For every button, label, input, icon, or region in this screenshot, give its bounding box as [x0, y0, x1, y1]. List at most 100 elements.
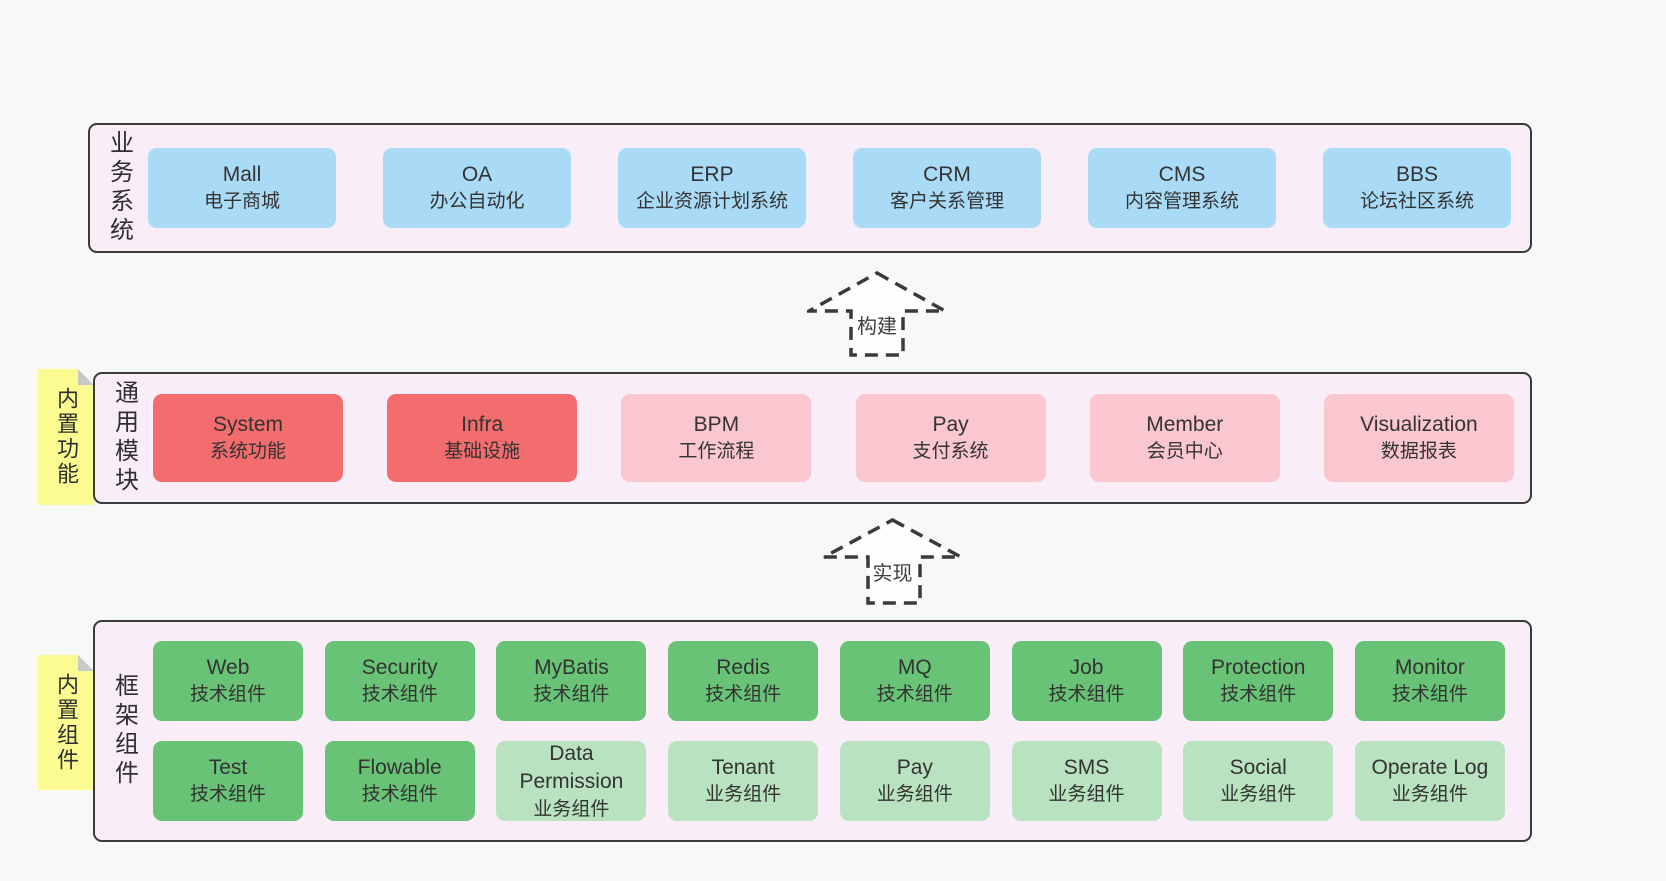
box-title: Job	[1069, 656, 1104, 679]
box-title: Data Permission	[519, 741, 624, 794]
up-arrow-icon	[807, 271, 947, 357]
box-title: Member	[1146, 413, 1224, 436]
box-social: Social 业务组件	[1183, 741, 1334, 821]
box-erp: ERP 企业资源计划系统	[618, 148, 806, 228]
framework-components-grid: Web 技术组件 Security 技术组件 MyBatis 技术组件 Redi…	[153, 622, 1530, 840]
box-title: Pay	[932, 413, 969, 436]
box-subtitle: 业务组件	[705, 784, 782, 806]
box-title: Redis	[716, 656, 770, 679]
box-member: Member 会员中心	[1089, 394, 1280, 482]
box-tenant: Tenant 业务组件	[668, 741, 819, 821]
box-subtitle: 系统功能	[209, 441, 286, 463]
box-subtitle: 企业资源计划系统	[635, 191, 788, 213]
box-subtitle: 技术组件	[1048, 684, 1125, 706]
box-subtitle: 技术组件	[533, 684, 610, 706]
box-pay-component: Pay 业务组件	[839, 741, 990, 821]
arrow-build-label: 构建	[857, 315, 897, 338]
box-title: MyBatis	[534, 656, 609, 679]
framework-components-row-1: Web 技术组件 Security 技术组件 MyBatis 技术组件 Redi…	[153, 641, 1505, 721]
box-title: System	[212, 413, 283, 436]
panel-business-systems: 业务系统 Mall 电子商城 OA 办公自动化 ERP 企业资源计划系统 CRM…	[88, 123, 1532, 253]
box-cms: CMS 内容管理系统	[1088, 148, 1276, 228]
sticky-built-in-features: 内置功能	[38, 369, 94, 505]
box-title: MQ	[897, 656, 932, 679]
box-subtitle: 业务组件	[1220, 784, 1297, 806]
box-title: Operate Log	[1371, 756, 1489, 779]
box-job: Job 技术组件	[1011, 641, 1162, 721]
box-visualization: Visualization 数据报表	[1323, 394, 1514, 482]
box-subtitle: 基础设施	[444, 441, 521, 463]
box-crm: CRM 客户关系管理	[853, 148, 1041, 228]
box-subtitle: 电子商城	[203, 191, 280, 213]
box-mall: Mall 电子商城	[148, 148, 336, 228]
common-modules-row: System 系统功能 Infra 基础设施 BPM 工作流程 Pay 支付系统…	[153, 374, 1530, 502]
sticky-built-in-components: 内置组件	[38, 655, 94, 790]
box-sms: SMS 业务组件	[1011, 741, 1162, 821]
box-subtitle: 业务组件	[876, 784, 953, 806]
box-subtitle: 技术组件	[876, 684, 953, 706]
box-data-permission: Data Permission 业务组件	[496, 741, 647, 821]
box-subtitle: 办公自动化	[429, 191, 525, 213]
box-redis: Redis 技术组件	[668, 641, 819, 721]
panel-label-business-systems: 业务系统	[105, 130, 133, 246]
box-web: Web 技术组件	[153, 641, 303, 721]
box-flowable: Flowable 技术组件	[324, 741, 475, 821]
box-title: Security	[361, 656, 438, 679]
sticky-fold-icon	[78, 369, 94, 385]
box-subtitle: 技术组件	[189, 684, 266, 706]
box-subtitle: 工作流程	[678, 441, 755, 463]
box-infra: Infra 基础设施	[387, 394, 578, 482]
box-monitor: Monitor 技术组件	[1354, 641, 1505, 721]
box-title: OA	[461, 163, 493, 186]
box-title: Web	[206, 656, 250, 679]
box-mybatis: MyBatis 技术组件	[496, 641, 647, 721]
box-protection: Protection 技术组件	[1183, 641, 1334, 721]
box-subtitle: 内容管理系统	[1124, 191, 1239, 213]
box-subtitle: 技术组件	[705, 684, 782, 706]
box-title: SMS	[1063, 756, 1110, 779]
box-title: ERP	[690, 163, 734, 186]
box-oa: OA 办公自动化	[383, 148, 571, 228]
box-title: CMS	[1158, 163, 1206, 186]
business-systems-row: Mall 电子商城 OA 办公自动化 ERP 企业资源计划系统 CRM 客户关系…	[148, 125, 1530, 251]
box-system: System 系统功能	[153, 394, 343, 482]
box-title: Monitor	[1394, 656, 1465, 679]
box-subtitle: 客户关系管理	[889, 191, 1004, 213]
arrow-implement: 实现	[822, 518, 963, 605]
box-subtitle: 会员中心	[1146, 441, 1223, 463]
box-subtitle: 技术组件	[361, 684, 438, 706]
box-subtitle: 技术组件	[361, 784, 438, 806]
box-title: Social	[1229, 756, 1287, 779]
panel-framework-components: 框架组件 Web 技术组件 Security 技术组件 MyBatis 技术组件…	[93, 620, 1532, 842]
panel-label-common-modules: 通用模块	[110, 380, 138, 496]
box-operate-log: Operate Log 业务组件	[1354, 741, 1505, 821]
sticky-fold-icon	[78, 655, 94, 671]
box-subtitle: 技术组件	[189, 784, 266, 806]
box-bbs: BBS 论坛社区系统	[1323, 148, 1511, 228]
box-bpm: BPM 工作流程	[621, 394, 812, 482]
box-subtitle: 技术组件	[1391, 684, 1468, 706]
box-test: Test 技术组件	[153, 741, 303, 821]
box-mq: MQ 技术组件	[839, 641, 990, 721]
box-title: Mall	[222, 163, 262, 186]
box-title: Flowable	[357, 756, 442, 779]
box-subtitle: 业务组件	[533, 798, 610, 820]
framework-components-row-2: Test 技术组件 Flowable 技术组件 Data Permission …	[153, 741, 1505, 821]
box-title: Tenant	[711, 756, 775, 779]
box-security: Security 技术组件	[324, 641, 475, 721]
box-title: Pay	[896, 756, 933, 779]
sticky-label: 内置功能	[54, 387, 79, 487]
box-subtitle: 业务组件	[1391, 784, 1468, 806]
box-title: BBS	[1395, 163, 1439, 186]
panel-common-modules: 通用模块 System 系统功能 Infra 基础设施 BPM 工作流程 Pay…	[93, 372, 1532, 504]
box-pay: Pay 支付系统	[855, 394, 1046, 482]
arrow-build: 构建	[807, 271, 947, 357]
sticky-label: 内置组件	[54, 672, 79, 773]
box-title: CRM	[923, 163, 971, 186]
box-title: Infra	[461, 413, 504, 436]
panel-label-framework-components: 框架组件	[110, 673, 138, 789]
box-subtitle: 技术组件	[1220, 684, 1297, 706]
box-subtitle: 论坛社区系统	[1359, 191, 1474, 213]
box-title: Visualization	[1360, 413, 1478, 436]
